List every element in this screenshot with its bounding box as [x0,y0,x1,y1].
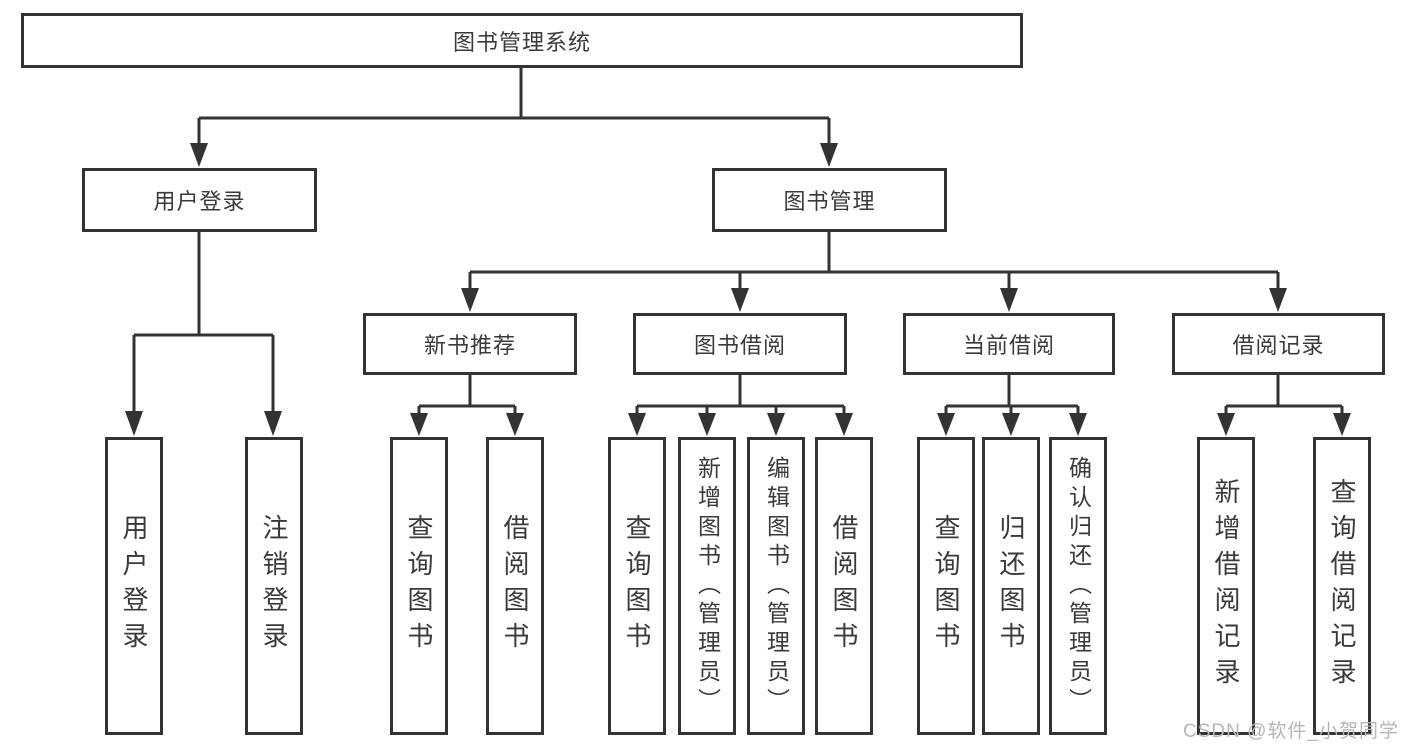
leaf-records-query-record-label: 查询借阅记录 [1327,478,1357,694]
leaf-records-add-record: 新增借阅记录 [1197,437,1255,735]
node-current-borrow: 当前借阅 [903,313,1115,375]
node-book-borrow-label: 图书借阅 [693,333,786,358]
leaf-borrow-borrow-books-label: 借阅图书 [829,514,859,658]
leaf-newbook-borrow-books-label: 借阅图书 [500,514,530,658]
leaf-current-confirm-return-admin-label: 确认归还（管理员） [1065,455,1092,717]
node-new-book-recommend: 新书推荐 [363,313,577,375]
node-current-borrow-label: 当前借阅 [962,333,1055,358]
leaf-current-query-books-label: 查询图书 [931,514,961,658]
leaf-current-confirm-return-admin: 确认归还（管理员） [1049,437,1107,735]
leaf-borrow-add-books-admin: 新增图书（管理员） [678,437,736,735]
csdn-watermark: CSDN @软件_小贺同学 [1183,721,1399,742]
node-user-login-branch-label: 用户登录 [153,189,246,214]
leaf-borrow-edit-books-admin: 编辑图书（管理员） [747,437,805,735]
node-user-login-branch: 用户登录 [82,168,317,232]
leaf-logout-label: 注销登录 [259,514,289,658]
leaf-current-return-books: 归还图书 [982,437,1040,735]
node-book-management-branch: 图书管理 [712,168,947,232]
node-book-borrow: 图书借阅 [633,313,847,375]
node-book-management-branch-label: 图书管理 [783,189,876,214]
node-new-book-recommend-label: 新书推荐 [423,333,516,358]
node-borrow-records-label: 借阅记录 [1232,333,1325,358]
leaf-records-add-record-label: 新增借阅记录 [1211,478,1241,694]
leaf-borrow-borrow-books: 借阅图书 [815,437,873,735]
leaf-current-return-books-label: 归还图书 [996,514,1026,658]
leaf-borrow-edit-books-admin-label: 编辑图书（管理员） [763,455,790,717]
leaf-user-login-label: 用户登录 [119,514,149,658]
leaf-borrow-query-books-label: 查询图书 [622,514,652,658]
leaf-borrow-query-books: 查询图书 [608,437,666,735]
leaf-borrow-add-books-admin-label: 新增图书（管理员） [694,455,721,717]
leaf-logout: 注销登录 [245,437,303,735]
node-root: 图书管理系统 [21,13,1023,68]
node-borrow-records: 借阅记录 [1172,313,1385,375]
leaf-newbook-query-books-label: 查询图书 [404,514,434,658]
leaf-newbook-borrow-books: 借阅图书 [486,437,544,735]
leaf-records-query-record: 查询借阅记录 [1313,437,1371,735]
leaf-current-query-books: 查询图书 [917,437,975,735]
leaf-user-login: 用户登录 [105,437,163,735]
leaf-newbook-query-books: 查询图书 [390,437,448,735]
node-root-label: 图书管理系统 [452,29,591,55]
